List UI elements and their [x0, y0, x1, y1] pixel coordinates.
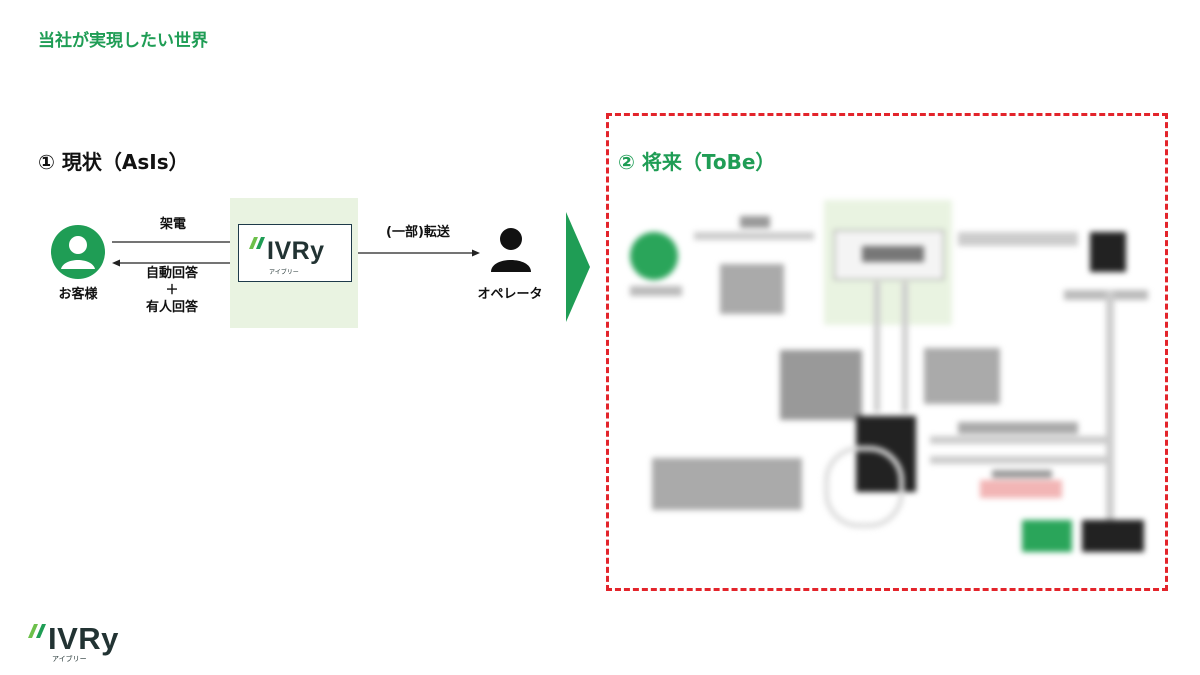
- tobe-red-label: [980, 480, 1062, 498]
- tobe-database-ring: [824, 446, 904, 528]
- customer-label: お客様: [58, 287, 98, 302]
- green-arrow-icon: [566, 212, 590, 322]
- reply-label-human: 有人回答: [145, 300, 198, 315]
- tobe-text: [720, 264, 784, 314]
- tobe-text: [924, 348, 1000, 404]
- slide-title: 当社が実現したい世界: [38, 31, 208, 51]
- tobe-customer-icon: [630, 232, 678, 280]
- tobe-text: [780, 350, 862, 420]
- tobe-line: [874, 282, 880, 412]
- transfer-label: (一部)転送: [386, 225, 450, 240]
- footer-logo-kana: アイブリー: [52, 655, 87, 663]
- reply-label-auto: 自動回答: [145, 266, 198, 281]
- call-label: 架電: [159, 217, 186, 232]
- asis-title: ① 現状（AsIs）: [38, 150, 189, 174]
- tobe-line: [958, 232, 1078, 246]
- tobe-customer-label: [630, 286, 682, 296]
- reply-label-plus: ＋: [165, 283, 179, 298]
- tobe-line: [1106, 290, 1114, 520]
- ivry-card: IVRy アイブリー: [238, 224, 352, 282]
- operator-label: オペレータ: [477, 287, 543, 302]
- ivry-logo-text: IVRy: [267, 237, 325, 265]
- footer-logo-text: IVRy: [48, 621, 119, 656]
- footer-logo-mark-icon: [26, 623, 52, 638]
- tobe-text: [992, 470, 1052, 478]
- transfer-arrow: [358, 243, 480, 257]
- ivry-logo-kana: アイブリー: [269, 269, 299, 276]
- tobe-dark-block: [1082, 520, 1144, 552]
- reply-label: 自動回答 ＋ 有人回答: [132, 265, 212, 316]
- tobe-operator-icon: [1090, 232, 1126, 272]
- tobe-title: ② 将来（ToBe）: [618, 150, 776, 174]
- reply-arrow: [112, 253, 238, 267]
- ivry-logo-mark-icon: [247, 234, 269, 249]
- tobe-diagram-blurred: [612, 190, 1164, 585]
- tobe-text: [958, 422, 1078, 434]
- operator-icon: [488, 226, 534, 274]
- call-arrow: [112, 232, 238, 246]
- tobe-line: [930, 436, 1110, 444]
- footer-logo: IVRy アイブリー: [26, 620, 136, 664]
- tobe-dashed-frame: [606, 113, 1168, 591]
- customer-icon: [50, 224, 106, 280]
- tobe-line: [902, 282, 908, 412]
- tobe-green-block: [1022, 520, 1072, 552]
- tobe-ivry-text: [862, 246, 924, 262]
- tobe-line: [694, 232, 814, 240]
- tobe-line: [930, 456, 1110, 464]
- tobe-text: [652, 458, 802, 510]
- tobe-text: [740, 216, 770, 228]
